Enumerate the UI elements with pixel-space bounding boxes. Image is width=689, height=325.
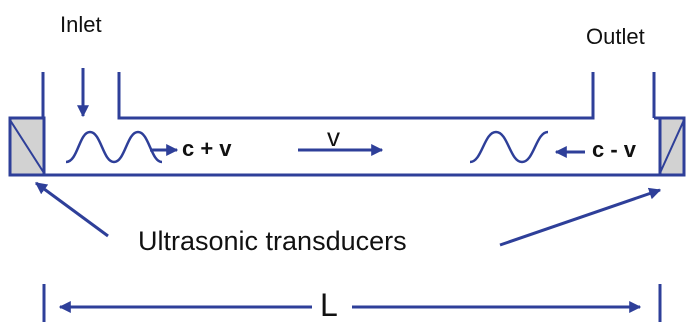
right-transducer-diagonal: [659, 119, 685, 174]
left-transducer-diagonal: [9, 119, 45, 174]
inlet-label: Inlet: [60, 12, 102, 37]
flow-velocity-label: v: [327, 122, 340, 152]
downstream-speed-label: c + v: [182, 136, 232, 161]
outlet-label: Outlet: [586, 24, 645, 49]
upstream-wave: [469, 130, 549, 164]
length-label: L: [320, 287, 338, 323]
pipe-inner-top-wall: [117, 72, 595, 120]
downstream-wave: [65, 130, 163, 164]
left-transducer-pointer: [35, 181, 109, 238]
right-transducer-pointer: [499, 187, 662, 247]
transducers-caption: Ultrasonic transducers: [138, 226, 407, 256]
upstream-speed-label: c - v: [592, 137, 637, 162]
